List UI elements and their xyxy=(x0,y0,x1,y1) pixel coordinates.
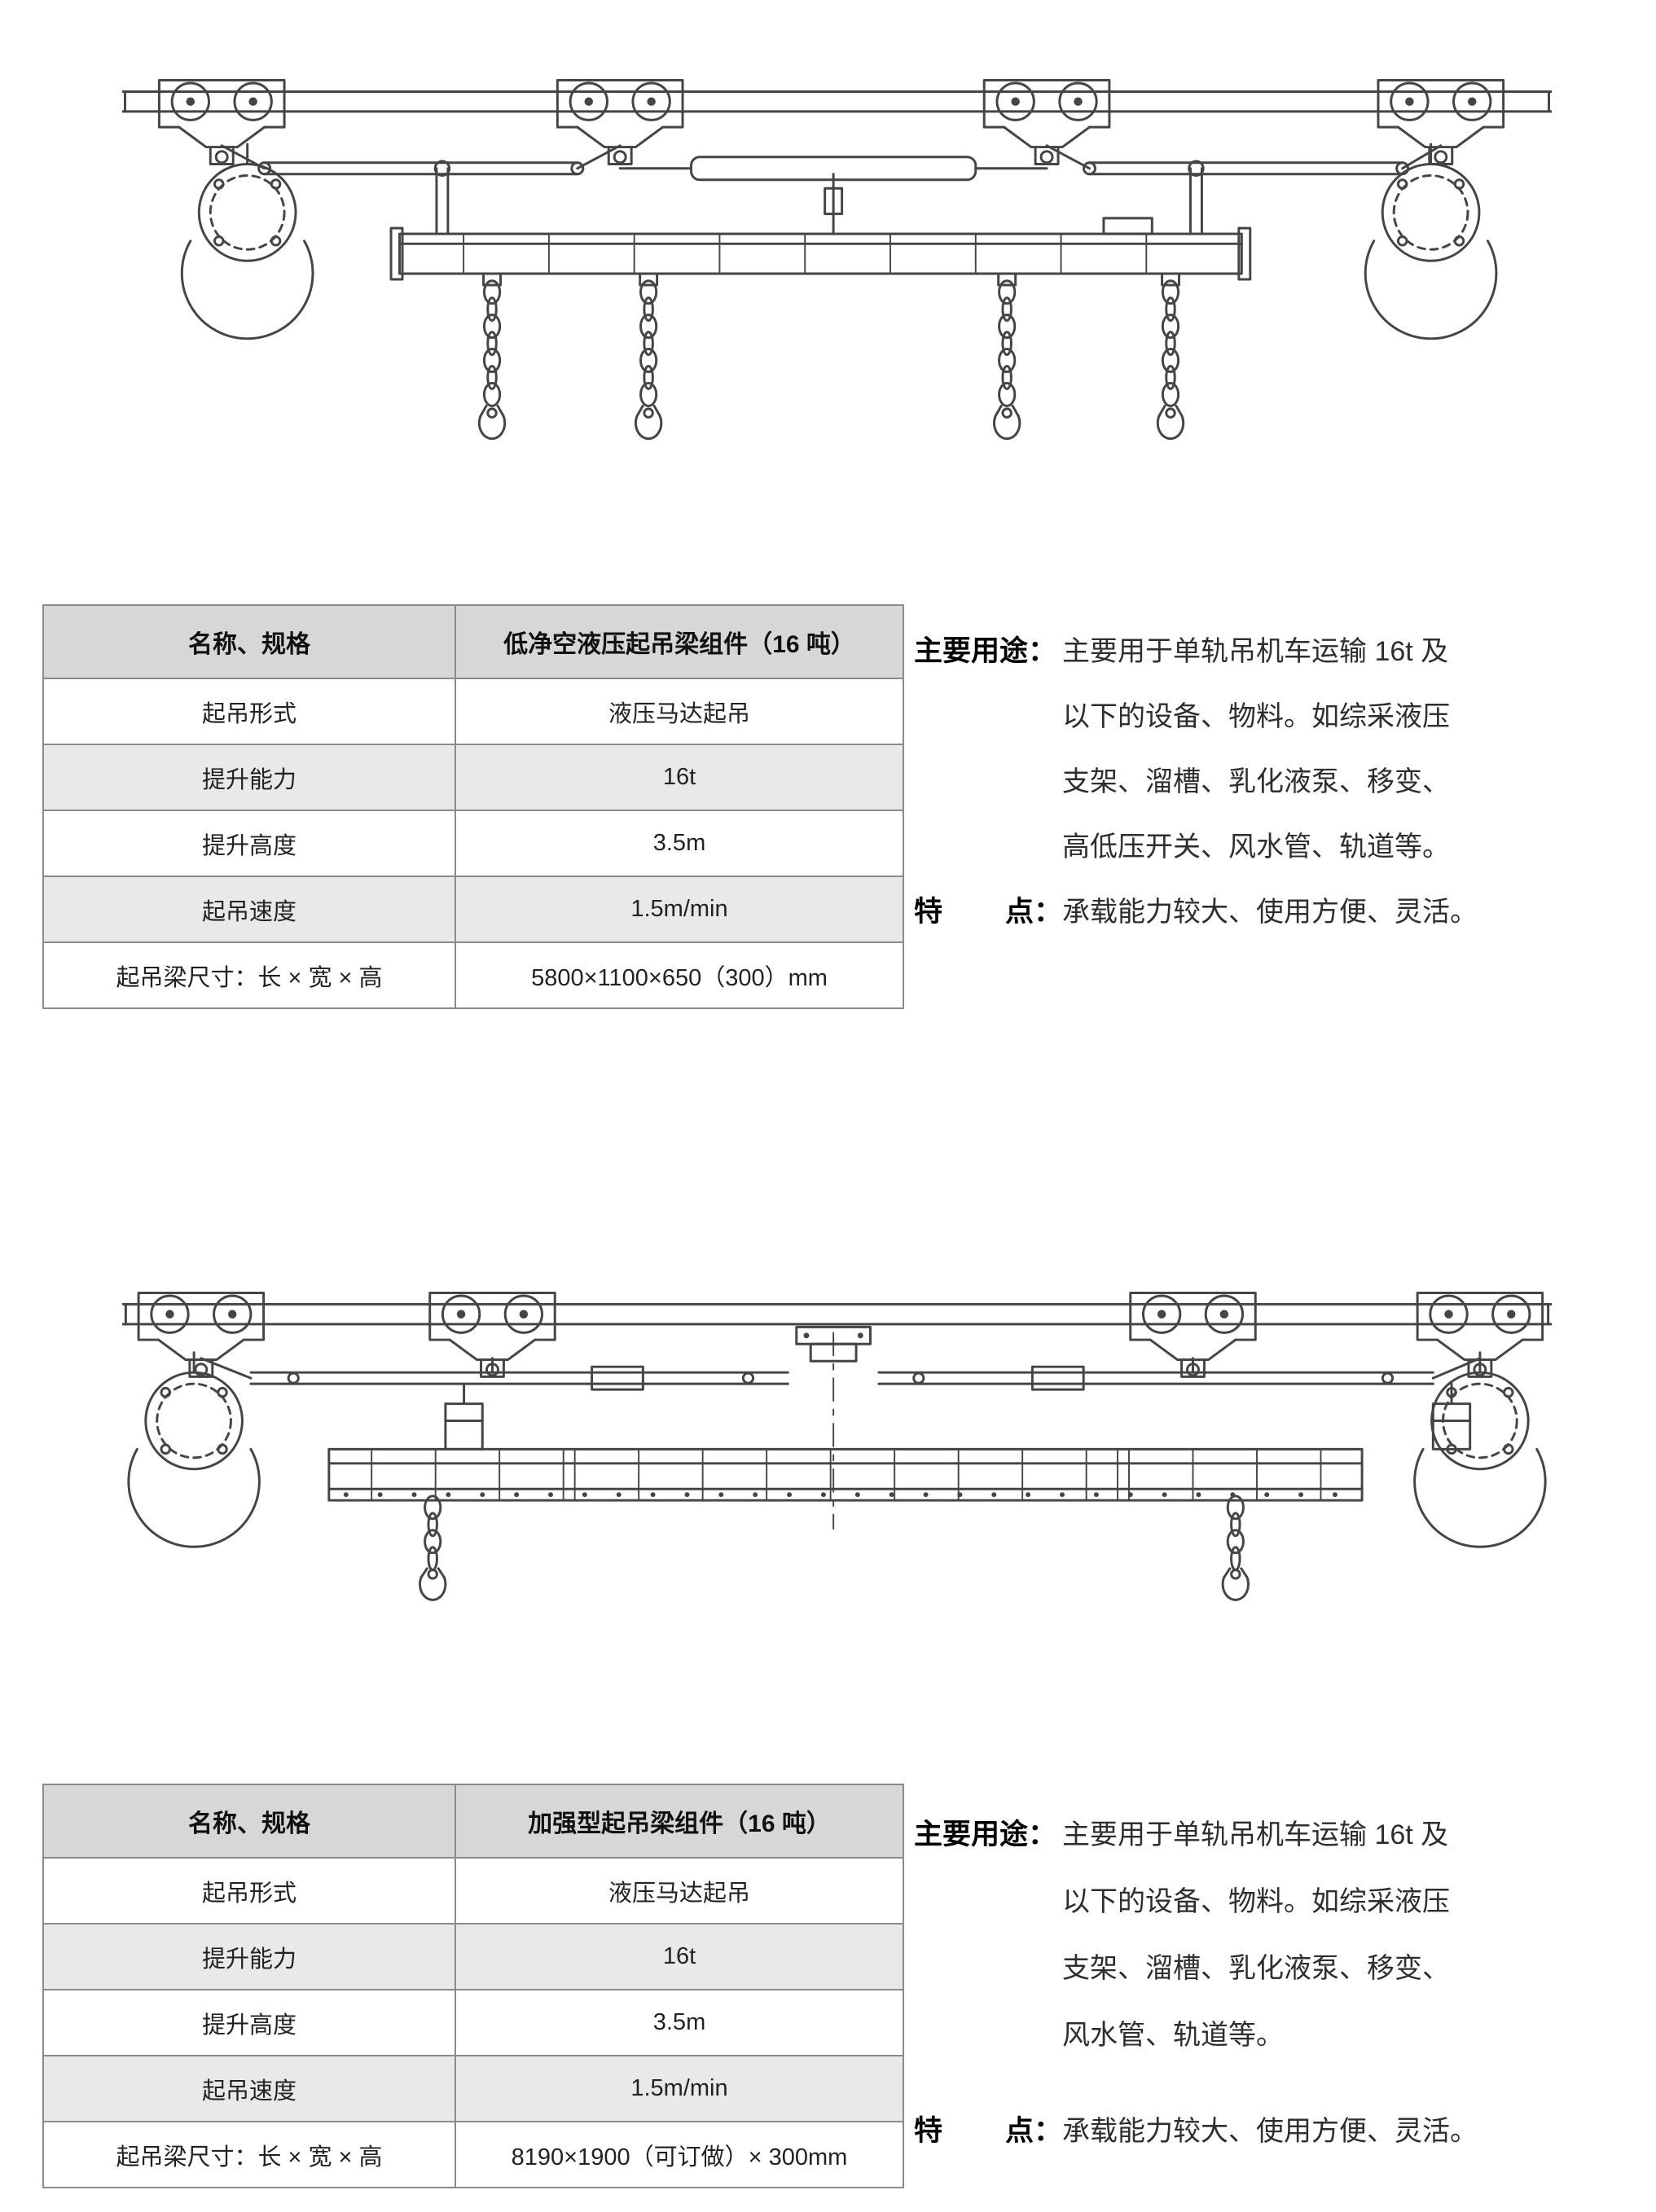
spec-table-low-clearance: 名称、规格 低净空液压起吊梁组件（16 吨） 起吊形式 液压马达起吊 提升能力 … xyxy=(42,604,904,1009)
usage-label: 主要用途： xyxy=(914,619,1062,684)
table-row: 起吊梁尺寸：长 × 宽 × 高 8190×1900（可订做）× 300mm xyxy=(42,2121,904,2188)
usage-text-line: 风水管、轨道等。 xyxy=(1062,2020,1284,2051)
spec-value-cell: 液压马达起吊 xyxy=(455,1857,904,1925)
usage-row: 主要用途： 主要用于单轨吊机车运输 16t 及 以下的设备、物料。如综采液压 支… xyxy=(914,1802,1647,2069)
table-row: 提升能力 16t xyxy=(42,744,904,811)
spec-value-cell: 1.5m/min xyxy=(455,876,904,943)
usage-feature-block-1: 主要用途： 主要用于单轨吊机车运输 16t 及 以下的设备、物料。如综采液压 支… xyxy=(914,619,1647,945)
spec-value-cell: 8190×1900（可订做）× 300mm xyxy=(455,2121,904,2188)
spec-label-cell: 起吊速度 xyxy=(42,876,456,943)
hydraulic-drive-icon xyxy=(127,1351,261,1548)
spec-value-header-cell: 低净空液压起吊梁组件（16 吨） xyxy=(455,604,904,679)
table-header-row: 名称、规格 低净空液压起吊梁组件（16 吨） xyxy=(42,604,904,679)
spec-label-cell: 提升能力 xyxy=(42,744,456,811)
feature-label-text: 特 xyxy=(914,896,943,928)
chain-hook-icon xyxy=(992,279,1021,441)
diagram-low-clearance-lifting-beam xyxy=(122,79,1552,441)
usage-text-line: 支架、溜槽、乳化液泵、移变、 xyxy=(1062,766,1450,797)
spec-value-header-cell: 加强型起吊梁组件（16 吨） xyxy=(455,1784,904,1859)
usage-text-line: 主要用于单轨吊机车运输 16t 及 xyxy=(1062,636,1449,667)
spec-label-cell: 提升高度 xyxy=(42,810,456,877)
usage-row: 主要用途： 主要用于单轨吊机车运输 16t 及 以下的设备、物料。如综采液压 支… xyxy=(914,619,1647,880)
usage-text-line: 以下的设备、物料。如综采液压 xyxy=(1062,1886,1450,1917)
spec-label-cell: 起吊速度 xyxy=(42,2055,456,2122)
spec-label-cell: 提升能力 xyxy=(42,1923,456,1990)
table-row: 起吊速度 1.5m/min xyxy=(42,2055,904,2122)
table-header-row: 名称、规格 加强型起吊梁组件（16 吨） xyxy=(42,1784,904,1859)
chain-hook-icon xyxy=(1221,1494,1250,1601)
usage-text-line: 主要用于单轨吊机车运输 16t 及 xyxy=(1062,1819,1449,1850)
chain-hook-icon xyxy=(634,279,663,441)
feature-row: 特 点： 承载能力较大、使用方便、灵活。 xyxy=(914,880,1647,945)
usage-text-line: 支架、溜槽、乳化液泵、移变、 xyxy=(1062,1953,1450,1984)
table-row: 起吊形式 液压马达起吊 xyxy=(42,678,904,745)
reinforced-lifting-beam xyxy=(327,1447,1364,1502)
spec-value-cell: 16t xyxy=(455,744,904,811)
chain-hook-icon xyxy=(1156,279,1185,441)
monorail-track xyxy=(122,1302,1552,1326)
spec-value-cell: 5800×1100×650（300）mm xyxy=(455,941,904,1009)
feature-row: 特 点： 承载能力较大、使用方便、灵活。 xyxy=(914,2098,1647,2165)
chain-hook-icon xyxy=(477,279,507,441)
table-row: 提升能力 16t xyxy=(42,1923,904,1990)
usage-text: 主要用于单轨吊机车运输 16t 及 以下的设备、物料。如综采液压 支架、溜槽、乳… xyxy=(1062,1802,1450,2069)
table-row: 提升高度 3.5m xyxy=(42,1989,904,2056)
spec-value-cell: 3.5m xyxy=(455,1989,904,2056)
spec-table-reinforced: 名称、规格 加强型起吊梁组件（16 吨） 起吊形式 液压马达起吊 提升能力 16… xyxy=(42,1784,904,2188)
spec-label-cell: 起吊梁尺寸：长 × 宽 × 高 xyxy=(42,941,456,1009)
table-row: 起吊梁尺寸：长 × 宽 × 高 5800×1100×650（300）mm xyxy=(42,941,904,1009)
tie-rod-linkage xyxy=(220,144,1443,235)
feature-label-text: 点： xyxy=(1004,896,1062,928)
spec-name-header-cell: 名称、规格 xyxy=(42,604,456,679)
chain-hook-icon xyxy=(419,1494,447,1601)
spec-value-cell: 液压马达起吊 xyxy=(455,678,904,745)
usage-label: 主要用途： xyxy=(914,1802,1062,1868)
tie-rod-linkage xyxy=(200,1357,1482,1406)
feature-label: 特 点： xyxy=(914,2098,1062,2165)
feature-text: 承载能力较大、使用方便、灵活。 xyxy=(1062,2116,1478,2147)
lifting-beam xyxy=(389,217,1252,287)
table-row: 提升高度 3.5m xyxy=(42,810,904,877)
spec-value-cell: 1.5m/min xyxy=(455,2055,904,2122)
spec-value-cell: 3.5m xyxy=(455,810,904,877)
table-row: 起吊速度 1.5m/min xyxy=(42,876,904,943)
spec-value-cell: 16t xyxy=(455,1923,904,1990)
usage-label-text: 主要用途： xyxy=(914,1819,1057,1850)
usage-text: 主要用于单轨吊机车运输 16t 及 以下的设备、物料。如综采液压 支架、溜槽、乳… xyxy=(1062,619,1450,880)
feature-label-text: 特 xyxy=(914,2115,943,2147)
spec-name-header-cell: 名称、规格 xyxy=(42,1784,456,1859)
monorail-track xyxy=(122,90,1552,113)
usage-text-line: 以下的设备、物料。如综采液压 xyxy=(1062,701,1450,732)
spec-label-cell: 提升高度 xyxy=(42,1989,456,2056)
spec-label-cell: 起吊形式 xyxy=(42,678,456,745)
usage-text-line: 高低压开关、风水管、轨道等。 xyxy=(1062,832,1450,862)
table-row: 起吊形式 液压马达起吊 xyxy=(42,1857,904,1925)
feature-text: 承载能力较大、使用方便、灵活。 xyxy=(1062,897,1478,928)
spec-label-cell: 起吊梁尺寸：长 × 宽 × 高 xyxy=(42,2121,456,2188)
feature-label: 特 点： xyxy=(914,880,1062,945)
usage-label-text: 主要用途： xyxy=(914,635,1057,667)
diagram-reinforced-lifting-beam xyxy=(122,1292,1552,1601)
hanger-gearbox xyxy=(444,1402,1472,1451)
feature-label-text: 点： xyxy=(1004,2115,1062,2147)
spec-label-cell: 起吊形式 xyxy=(42,1857,456,1925)
usage-feature-block-2: 主要用途： 主要用于单轨吊机车运输 16t 及 以下的设备、物料。如综采液压 支… xyxy=(914,1802,1647,2165)
